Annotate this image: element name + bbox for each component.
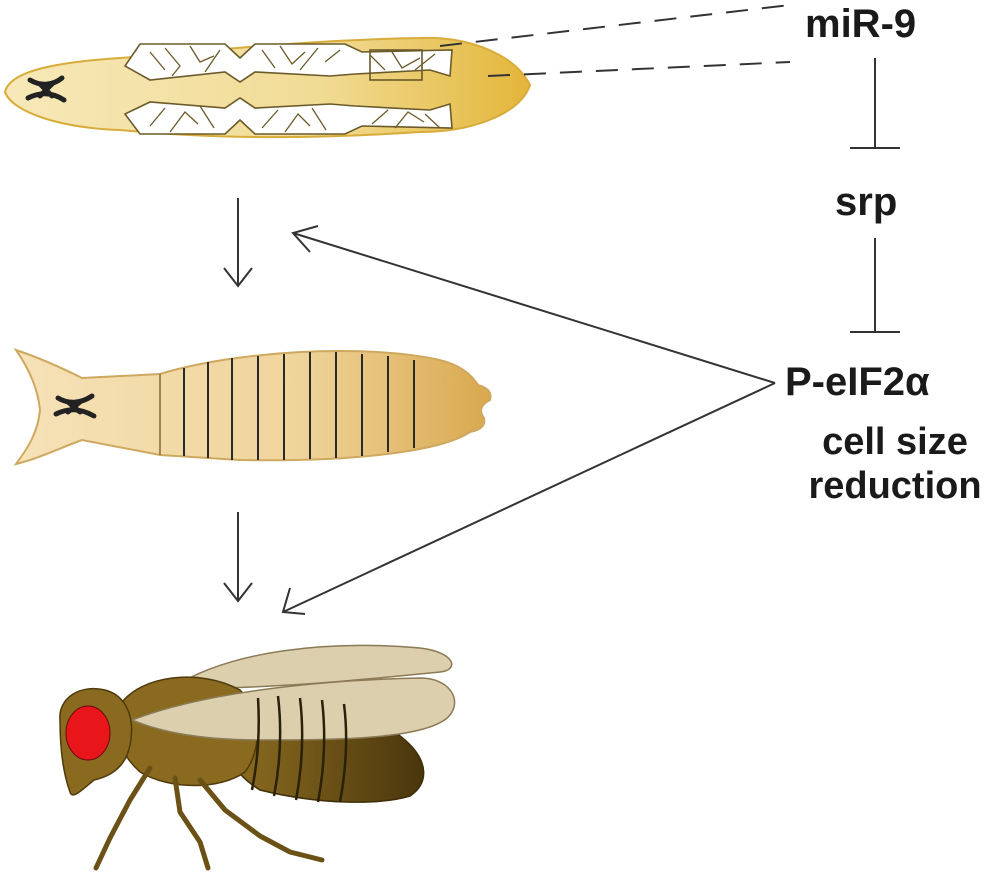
embryo-head-mark <box>25 75 67 103</box>
fly-abdomen-stripes <box>250 695 348 803</box>
pupa-outline <box>13 348 492 466</box>
zoom-line-upper <box>439 4 791 47</box>
adult-fly <box>59 644 456 871</box>
zoom-line-lower <box>487 61 791 77</box>
pupa-head-mark <box>53 393 97 419</box>
development-arrow-1 <box>223 198 253 288</box>
embryo-cell-lines <box>149 45 441 133</box>
label-mir-9: miR-9 <box>805 2 917 46</box>
fly-wing-back <box>169 644 453 689</box>
effect-arrow-to-pupa <box>291 225 776 384</box>
embryo <box>3 36 532 139</box>
label-p-eif2a: P-eIF2α <box>785 360 930 404</box>
zoom-box <box>369 49 423 81</box>
pupa-segments <box>183 352 415 460</box>
pupa <box>13 348 492 466</box>
development-arrow-2 <box>223 512 253 603</box>
embryo-tissue-lower <box>123 97 453 135</box>
fly-wing-front <box>130 677 456 741</box>
fly-eye <box>65 705 111 761</box>
effect-arrow-to-fly <box>281 382 776 615</box>
inhibition-mir9-srp <box>850 58 900 149</box>
inhibition-srp-peif2a <box>850 238 900 333</box>
label-cell-size-reduction: cell size reduction <box>808 421 982 507</box>
label-srp: srp <box>835 180 898 224</box>
fly-legs <box>93 765 325 871</box>
